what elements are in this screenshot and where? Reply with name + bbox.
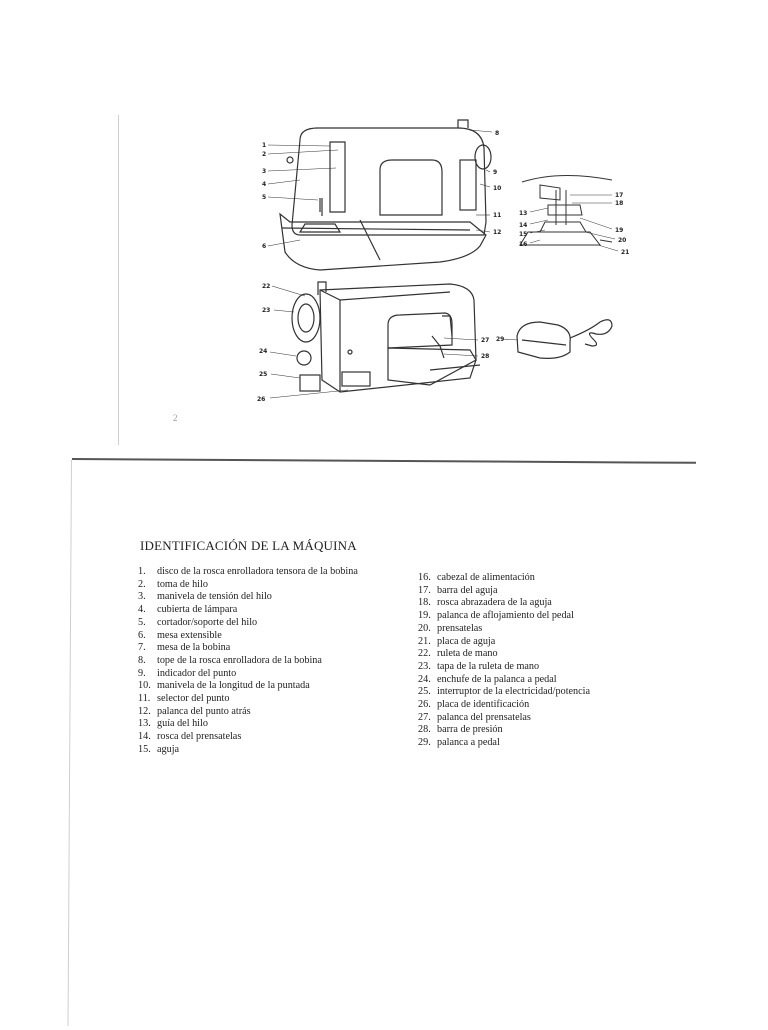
parts-list-right: 16.cabezal de alimentación 17.barra del … (418, 572, 628, 750)
upper-page-frame (118, 115, 679, 445)
list-item: 23.tapa de la ruleta de mano (418, 660, 540, 672)
callout-4: 4 (262, 181, 266, 188)
callout-5: 5 (262, 194, 266, 201)
list-item: 6.mesa extensible (138, 629, 222, 641)
list-item: 18.rosca abrazadera de la aguja (418, 597, 552, 609)
upper-callout-labels: 1 2 3 4 5 6 8 9 10 11 12 (262, 130, 501, 250)
callout-26: 26 (257, 396, 265, 403)
callout-14: 14 (519, 222, 527, 229)
lower-callout-lines (269, 285, 519, 399)
list-item: 22.ruleta de mano (418, 648, 498, 660)
callout-18: 18 (615, 200, 623, 207)
section-title: IDENTIFICACIÓN DE LA MÁQUINA (140, 538, 357, 553)
page-number: 2 (173, 413, 178, 423)
list-item: 24.enchufe de la palanca a pedal (418, 673, 557, 685)
callout-11: 11 (493, 212, 501, 219)
list-item: 5.cortador/soporte del hilo (138, 616, 258, 628)
list-item: 9.indicador del punto (138, 667, 237, 679)
sewing-machine-diagram: 1 2 3 4 5 6 8 9 10 11 12 13 14 15 16 1 (257, 119, 629, 403)
list-item: 14.rosca del prensatelas (138, 731, 242, 743)
list-item: 29.palanca a pedal (418, 737, 500, 749)
list-item: 4.cubierta de lámpara (138, 604, 238, 616)
callout-25: 25 (259, 371, 267, 378)
list-item: 3.manivela de tensión del hilo (138, 591, 272, 603)
foot-callout-lines (529, 194, 619, 252)
callout-13: 13 (519, 210, 527, 217)
list-item: 17.barra del aguja (418, 584, 498, 596)
lower-callout-labels: 22 23 24 25 26 27 28 29 (257, 283, 504, 403)
callout-29: 29 (496, 336, 504, 343)
list-item: 25.interruptor de la electricidad/potenc… (418, 686, 591, 698)
callout-17: 17 (615, 192, 623, 199)
list-item: 2.toma de hilo (138, 578, 208, 590)
list-item: 12.palanca del punto atrás (138, 705, 251, 717)
list-item: 7.mesa de la bobina (138, 642, 231, 654)
callout-28: 28 (481, 353, 489, 360)
list-item: 16.cabezal de alimentación (418, 572, 535, 583)
list-item: 20.prensatelas (418, 622, 483, 634)
callout-12: 12 (493, 229, 501, 236)
list-item: 10.manivela de la longitud de la puntada (138, 680, 310, 692)
callout-27: 27 (481, 337, 489, 344)
callout-6: 6 (262, 243, 266, 250)
list-item: 1.disco de la rosca enrolladora tensora … (138, 566, 358, 577)
callout-21: 21 (621, 249, 629, 256)
callout-20: 20 (618, 237, 626, 244)
callout-8: 8 (495, 130, 499, 137)
upper-callout-lines (267, 129, 493, 247)
callout-2: 2 (262, 151, 266, 158)
list-item: 27.palanca del prensatelas (418, 711, 531, 723)
callout-23: 23 (262, 307, 270, 314)
callout-15: 15 (519, 231, 527, 238)
list-item: 11.selector del punto (138, 693, 230, 705)
foot-pedal (516, 319, 613, 359)
machine-rear-view (291, 281, 481, 393)
machine-front-view (279, 119, 492, 271)
list-item: 28.barra de presión (418, 724, 503, 736)
callout-19: 19 (615, 227, 623, 234)
callout-16: 16 (519, 241, 527, 248)
callout-9: 9 (493, 169, 497, 176)
list-item: 8.tope de la rosca enrolladora de la bob… (138, 654, 322, 666)
callout-10: 10 (493, 185, 501, 192)
foot-callout-labels: 13 14 15 16 17 18 19 20 21 (519, 192, 629, 256)
parts-list-left: 1.disco de la rosca enrolladora tensora … (138, 566, 384, 757)
list-item: 21.placa de aguja (418, 635, 496, 647)
list-item: 19.palanca de aflojamiento del pedal (418, 610, 574, 622)
list-item: 26.placa de identificación (418, 699, 530, 711)
list-item: 15.aguja (138, 743, 180, 755)
callout-1: 1 (262, 142, 266, 149)
callout-24: 24 (259, 348, 267, 355)
callout-22: 22 (262, 283, 270, 290)
list-item: 13.guía del hilo (138, 718, 208, 730)
callout-3: 3 (262, 168, 266, 175)
presser-foot-detail (519, 175, 613, 246)
